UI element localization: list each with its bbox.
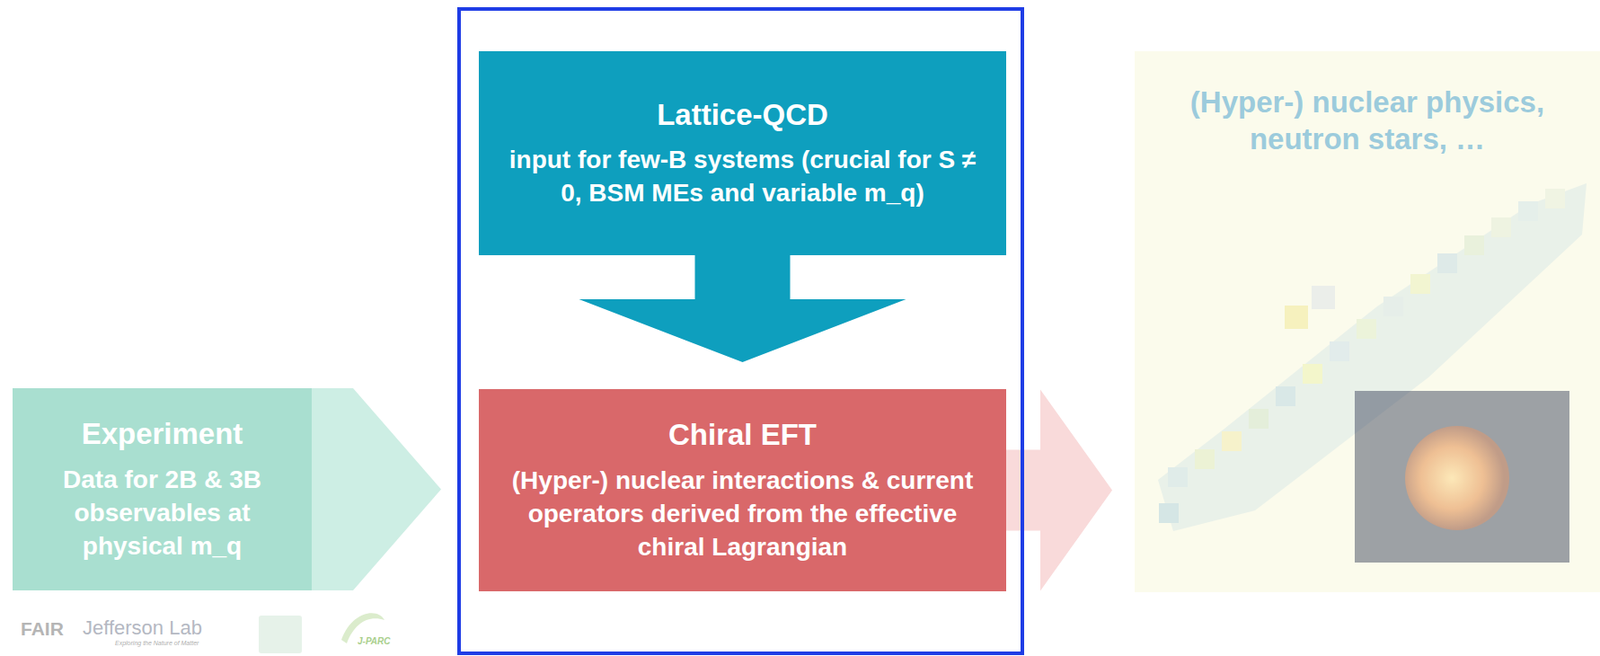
box-heading: Lattice-QCD: [656, 96, 829, 133]
institution-logos: [258, 612, 385, 654]
output-panel: (Hyper-) nuclear physics, neutron stars,…: [1134, 51, 1600, 593]
neutron-star: [1405, 425, 1510, 531]
nuclide-cell: [1167, 467, 1188, 487]
nuclide-cell: [1284, 305, 1309, 329]
nuclide-cell: [1437, 253, 1458, 274]
process-box: Chiral EFT (Hyper-) nuclear interactions …: [478, 388, 1007, 592]
nuclide-cell: [1491, 217, 1512, 238]
lab-logo-square: [258, 615, 302, 654]
logo-text: J-PARC: [357, 636, 390, 646]
input-box: ExperimentData for 2B & 3B observables a…: [12, 388, 312, 591]
box-heading: Chiral EFT: [668, 415, 817, 453]
process-box: Lattice-QCD input for few-B systems (cruc…: [478, 51, 1007, 256]
outcome-panel-ground: [1134, 51, 1600, 593]
box-body: Data for 2B & 3B observables at physical…: [28, 463, 296, 564]
logo-text: Jefferson Lab: [82, 616, 203, 640]
nuclide-cell: [1194, 449, 1215, 469]
box-heading: (Hyper-) nuclear physics, neutron stars,…: [1161, 83, 1574, 159]
box-body: (Hyper-) nuclear interactions & current …: [498, 464, 987, 565]
nuclide-cell: [1302, 363, 1323, 384]
nuclide-cell: [1248, 408, 1269, 429]
block-arrow: [311, 388, 442, 591]
nuclide-cell: [1518, 201, 1539, 221]
focus-frame: [459, 8, 1023, 654]
logo-text: FAIR: [20, 618, 64, 640]
box-heading: Experiment: [81, 415, 244, 452]
nuclide-cell: [1410, 274, 1431, 294]
nuclide-cell: [1464, 235, 1485, 256]
nuclide-cell: [1275, 386, 1296, 407]
nuclide-cell: [1311, 285, 1335, 310]
nuclide-cell: [1356, 318, 1377, 339]
nuclide-cell: [1545, 188, 1565, 209]
nuclide-cell: [1383, 296, 1404, 317]
star-image-ground: [1354, 390, 1570, 563]
nuclide-cell: [1329, 341, 1350, 362]
block-arrow: [579, 255, 907, 363]
logo-tagline: Exploring the Nature of Matter: [114, 639, 199, 646]
box-body: input for few-B systems (crucial for S ≠…: [498, 143, 987, 211]
neutron-star-illustration: [1354, 390, 1570, 563]
nuclide-cell: [1158, 503, 1179, 523]
nuclide-cell: [1221, 431, 1242, 451]
